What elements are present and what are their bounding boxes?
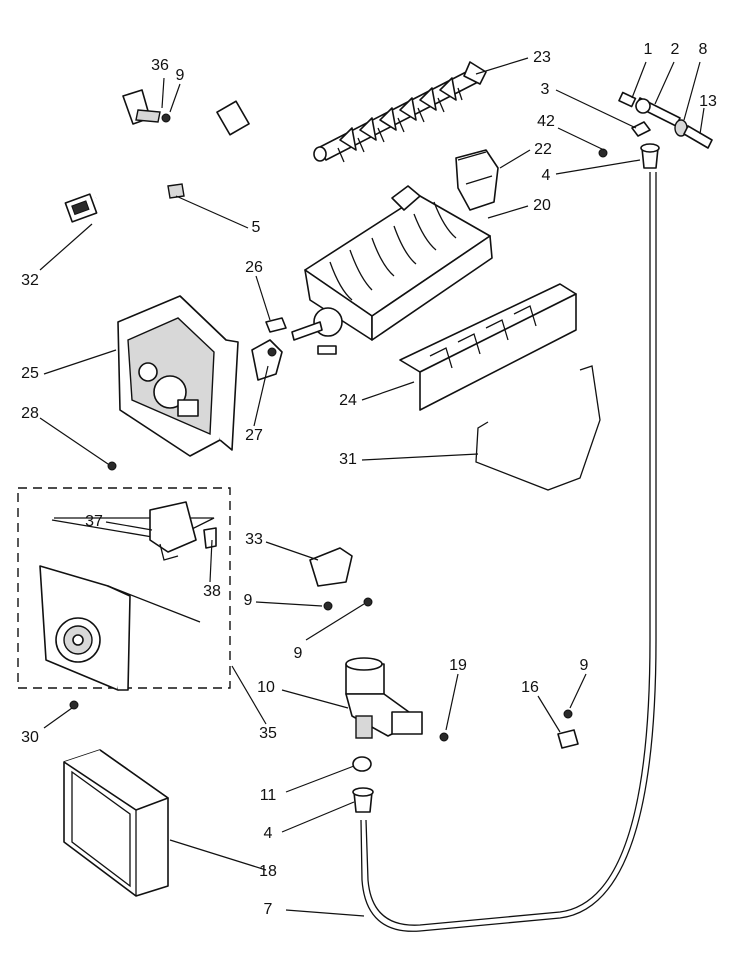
mounting-clip bbox=[265, 317, 287, 333]
shutoff-arm bbox=[475, 365, 601, 491]
callout-c9b: 9 bbox=[244, 592, 253, 609]
callout-c42: 42 bbox=[537, 113, 555, 130]
callout-c9d: 9 bbox=[580, 657, 589, 674]
callout-c9a: 9 bbox=[176, 67, 185, 84]
callout-c31: 31 bbox=[339, 451, 357, 468]
callout-c4a: 4 bbox=[542, 167, 551, 184]
callout-c36: 36 bbox=[151, 57, 169, 74]
callout-c37: 37 bbox=[85, 513, 103, 530]
water-tube bbox=[365, 172, 651, 926]
callout-c7: 7 bbox=[264, 901, 273, 918]
valve-bracket bbox=[309, 547, 353, 587]
callout-c5: 5 bbox=[252, 219, 261, 236]
callout-c33: 33 bbox=[245, 531, 263, 548]
callout-c4b: 4 bbox=[264, 825, 273, 842]
callout-c13: 13 bbox=[699, 93, 717, 110]
callout-c32: 32 bbox=[21, 272, 39, 289]
callout-c19: 19 bbox=[449, 657, 467, 674]
callout-c38: 38 bbox=[203, 583, 221, 600]
callout-c11: 11 bbox=[260, 787, 277, 804]
leader-lines bbox=[39, 57, 705, 917]
water-valve bbox=[345, 657, 423, 739]
callout-c9c: 9 bbox=[294, 645, 303, 662]
callout-c10: 10 bbox=[257, 679, 275, 696]
control-housing bbox=[117, 295, 239, 457]
callout-c26: 26 bbox=[245, 259, 263, 276]
callout-c24: 24 bbox=[339, 392, 357, 409]
callout-c16: 16 bbox=[521, 679, 539, 696]
tube-clamp bbox=[557, 729, 579, 749]
callout-c28: 28 bbox=[21, 405, 39, 422]
callout-c2: 2 bbox=[671, 41, 680, 58]
wire-harness bbox=[64, 89, 250, 223]
thermostat-cover bbox=[251, 339, 283, 381]
callout-c18: 18 bbox=[259, 863, 277, 880]
ejector bbox=[313, 61, 487, 163]
callout-c23: 23 bbox=[533, 49, 551, 66]
ice-mold bbox=[291, 185, 493, 355]
callout-c25: 25 bbox=[21, 365, 39, 382]
callout-c3: 3 bbox=[541, 81, 550, 98]
inlet-fittings bbox=[598, 91, 713, 169]
callout-c8: 8 bbox=[699, 41, 708, 58]
callout-c27: 27 bbox=[245, 427, 263, 444]
callout-c35: 35 bbox=[259, 725, 277, 742]
callout-c20: 20 bbox=[533, 197, 551, 214]
parts-drawing bbox=[17, 61, 713, 932]
mold-cover bbox=[399, 283, 577, 411]
compression-nut bbox=[352, 756, 372, 772]
callout-c22: 22 bbox=[534, 141, 552, 158]
callout-c30: 30 bbox=[21, 729, 39, 746]
callout-c1: 1 bbox=[644, 41, 653, 58]
ice-bin-panel bbox=[63, 749, 169, 897]
module-assembly bbox=[17, 487, 231, 691]
